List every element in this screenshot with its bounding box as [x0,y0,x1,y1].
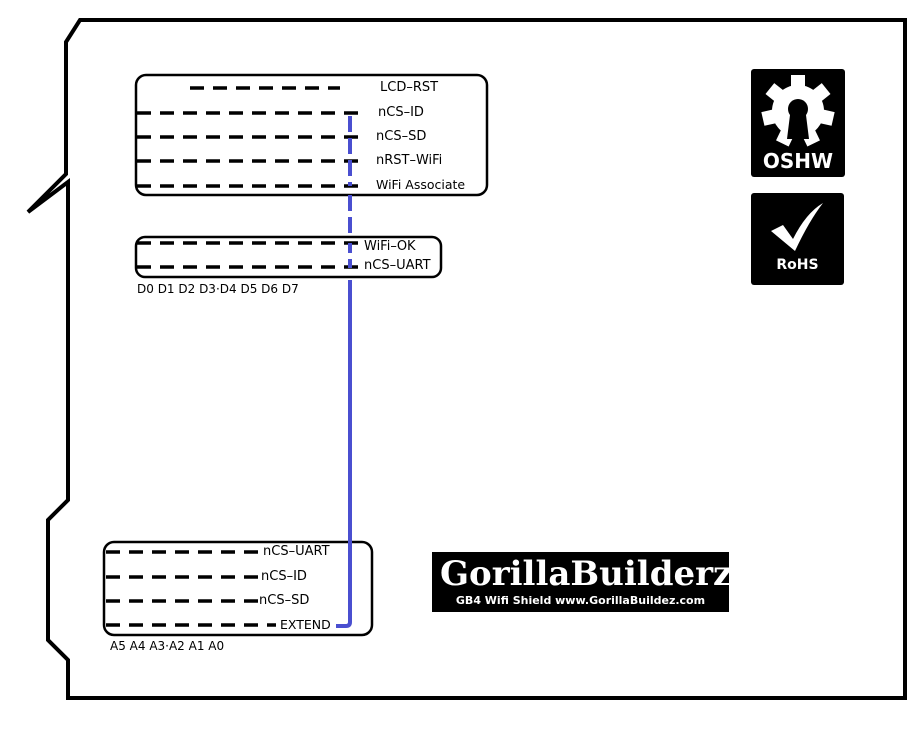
label-ncs-sd-top: nCS–SD [376,129,427,144]
label-nrst-wifi: nRST–WiFi [376,153,443,168]
bottom-header-box [102,540,374,637]
brand-name: GorillaBuilderz [440,554,733,594]
mid-header-dashes [137,241,360,269]
top-header-box [134,73,489,197]
digital-pin-labels: D0 D1 D2 D3·D4 D5 D6 D7 [137,282,299,296]
label-ncs-uart-mid: nCS–UART [364,258,431,273]
gear-keyhole-icon [761,75,835,147]
label-lcd-rst: LCD–RST [380,80,439,95]
label-wifi-associate: WiFi Associate [376,177,466,192]
label-wifi-ok: WiFi–OK [364,239,416,254]
rohs-text: RoHS [776,257,819,273]
jumper-trace [336,116,352,628]
label-ncs-sd-bottom: nCS–SD [259,593,310,608]
label-ncs-id-top: nCS–ID [378,105,424,120]
checkmark-icon [771,203,823,251]
rohs-logo: RoHS [751,193,844,285]
board-outline [26,18,907,700]
label-ncs-uart-bottom: nCS–UART [263,544,330,559]
bottom-header-dashes [106,550,276,627]
brand-logo: GorillaBuilderz GB4 Wifi Shield www.Gori… [432,552,733,612]
brand-tagline: GB4 Wifi Shield www.GorillaBuildez.com [455,594,706,607]
oshw-logo: OSHW [751,69,845,177]
mid-header-box [134,235,443,279]
label-extend: EXTEND [280,617,331,632]
top-header-dashes [137,86,360,188]
label-ncs-id-bottom: nCS–ID [261,569,307,584]
analog-pin-labels: A5 A4 A3·A2 A1 A0 [110,639,225,653]
oshw-text: OSHW [762,149,834,173]
